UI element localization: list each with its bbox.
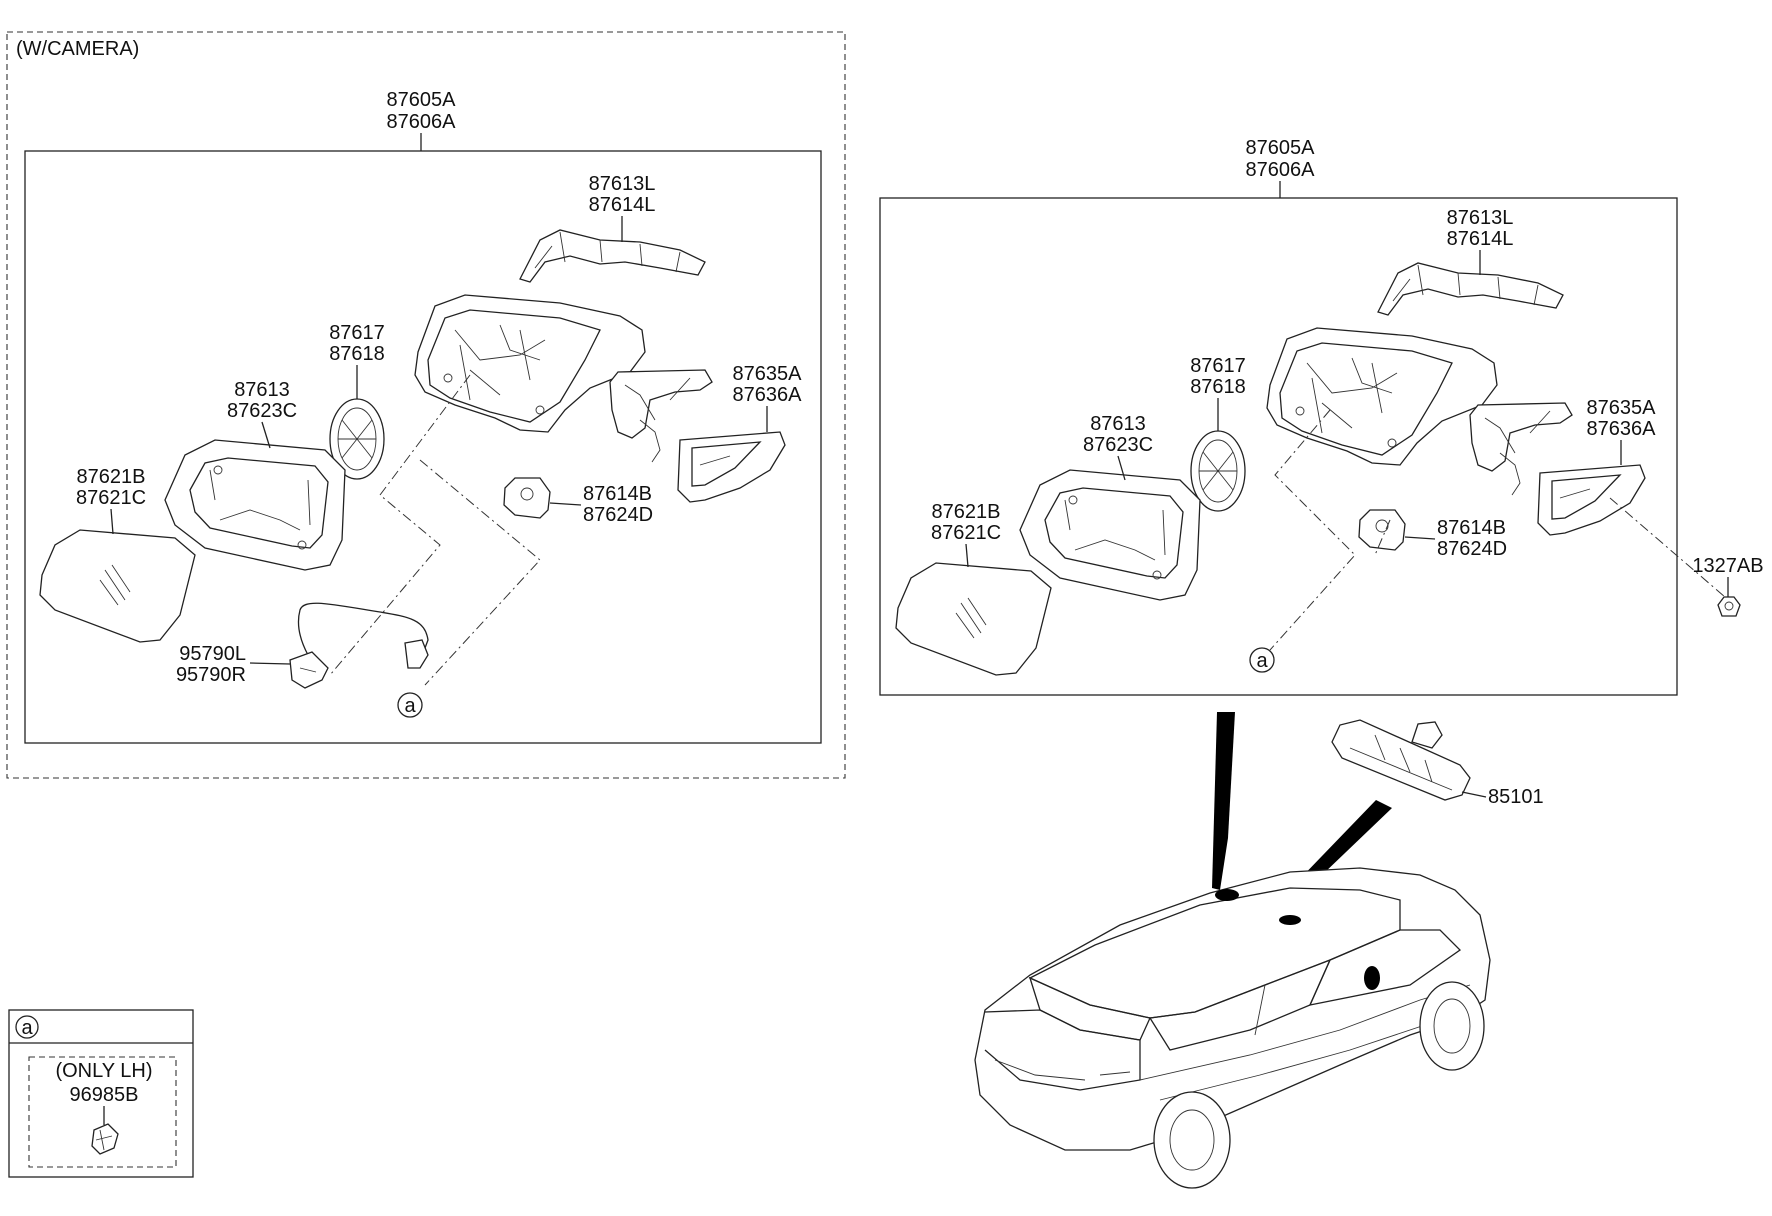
left-assembly-label-2: 87606A xyxy=(387,111,457,133)
right-ref-leader-2 xyxy=(1374,519,1391,556)
right-cap-label-1: 87635A xyxy=(1587,397,1657,419)
left-assembly-label-1: 87605A xyxy=(387,89,457,111)
left-ref-marker-label: a xyxy=(404,695,416,717)
left-camera-part xyxy=(289,602,429,689)
left-assembly-box xyxy=(24,150,822,744)
car-rear-wheel xyxy=(1153,1091,1231,1189)
screw-part xyxy=(1717,596,1741,617)
right-ref-marker xyxy=(1249,647,1275,673)
outside-mirror-pointer xyxy=(1212,712,1235,890)
left-bracket-part xyxy=(609,369,713,463)
left-holder-label-1: 87613 xyxy=(234,379,290,401)
left-glass-label-2: 87621C xyxy=(76,487,146,509)
left-lamp-label-1: 87614B xyxy=(583,483,652,505)
right-lamp-label-1: 87614B xyxy=(1437,517,1506,539)
screw-leader-dash xyxy=(1609,497,1726,598)
right-cover-label-1: 87613L xyxy=(1447,207,1514,229)
left-group: (W/CAMERA) 87605A 87606A 87613L 87614L 8… xyxy=(6,31,846,779)
inside-mirror-label: 85101 xyxy=(1488,786,1544,808)
right-actuator-label-2: 87618 xyxy=(1190,376,1246,398)
detail-a-part-label: 96985B xyxy=(70,1084,139,1106)
left-ref-leader-1 xyxy=(329,374,471,676)
right-ref-leader-1 xyxy=(1269,409,1356,651)
vehicle-illustration xyxy=(974,712,1491,1189)
car-mirror-mark-left xyxy=(1215,889,1239,901)
screw-label: 1327AB xyxy=(1692,555,1763,577)
left-housing-part xyxy=(414,294,646,433)
left-holder-label-2: 87623C xyxy=(227,400,297,422)
detail-a-group: a (ONLY LH) 96985B xyxy=(8,1009,194,1178)
car-body xyxy=(974,867,1491,1151)
car-trunk xyxy=(984,1009,1141,1091)
left-camera-label-1: 95790L xyxy=(179,643,246,665)
right-assembly-box xyxy=(879,197,1678,696)
right-cover-label-2: 87614L xyxy=(1447,228,1514,250)
right-bracket-part xyxy=(1469,402,1573,496)
left-actuator-label-1: 87617 xyxy=(329,322,385,344)
detail-a-box xyxy=(8,1009,194,1178)
left-cap-label-1: 87635A xyxy=(733,363,803,385)
right-housing-part xyxy=(1266,327,1498,466)
right-glass-label-2: 87621C xyxy=(931,522,1001,544)
right-assembly-label-2: 87606A xyxy=(1246,159,1316,181)
right-ref-marker-label: a xyxy=(1256,650,1268,672)
right-actuator-label-1: 87617 xyxy=(1190,355,1246,377)
camera-option-label: (W/CAMERA) xyxy=(16,38,139,60)
left-holder-part xyxy=(164,439,346,571)
car-inside-mirror-mark xyxy=(1279,915,1301,925)
right-holder-label-1: 87613 xyxy=(1090,413,1146,435)
car-front-wheel xyxy=(1419,981,1485,1071)
right-lamp-label-2: 87624D xyxy=(1437,538,1507,560)
left-cover-part xyxy=(519,229,706,283)
detail-a-part xyxy=(91,1123,119,1155)
right-group: 87605A 87606A 87613L 87614L 87617 87618 xyxy=(879,137,1764,696)
right-lamp-part xyxy=(1358,509,1406,551)
left-actuator-label-2: 87618 xyxy=(329,343,385,365)
inside-mirror-group: 85101 xyxy=(1331,719,1544,808)
inside-mirror-mount xyxy=(1411,721,1443,749)
right-holder-label-2: 87623C xyxy=(1083,434,1153,456)
left-cover-label-2: 87614L xyxy=(589,194,656,216)
right-assembly-label-1: 87605A xyxy=(1246,137,1316,159)
car-mirror-mark-right xyxy=(1364,966,1380,990)
right-glass-part xyxy=(895,562,1052,676)
camera-option-frame xyxy=(6,31,846,779)
left-camera-label-2: 95790R xyxy=(176,664,246,686)
inside-mirror-part xyxy=(1331,719,1471,801)
left-glass-label-1: 87621B xyxy=(77,466,146,488)
left-glass-part xyxy=(39,529,196,643)
car-windshield xyxy=(1308,929,1462,1006)
right-cap-part xyxy=(1537,464,1646,536)
detail-a-marker-label: a xyxy=(21,1017,33,1039)
right-glass-label-1: 87621B xyxy=(932,501,1001,523)
detail-a-marker xyxy=(15,1015,39,1039)
left-cap-part xyxy=(677,431,786,503)
left-cover-label-1: 87613L xyxy=(589,173,656,195)
left-ref-leader-2 xyxy=(419,459,541,686)
right-cover-part xyxy=(1377,262,1564,316)
right-cap-label-2: 87636A xyxy=(1587,418,1657,440)
left-lamp-part xyxy=(503,477,551,519)
detail-a-option-frame xyxy=(28,1056,177,1168)
right-holder-part xyxy=(1019,469,1201,601)
detail-a-option-label: (ONLY LH) xyxy=(55,1060,152,1082)
left-lamp-label-2: 87624D xyxy=(583,504,653,526)
left-ref-marker xyxy=(397,692,423,718)
left-cap-label-2: 87636A xyxy=(733,384,803,406)
